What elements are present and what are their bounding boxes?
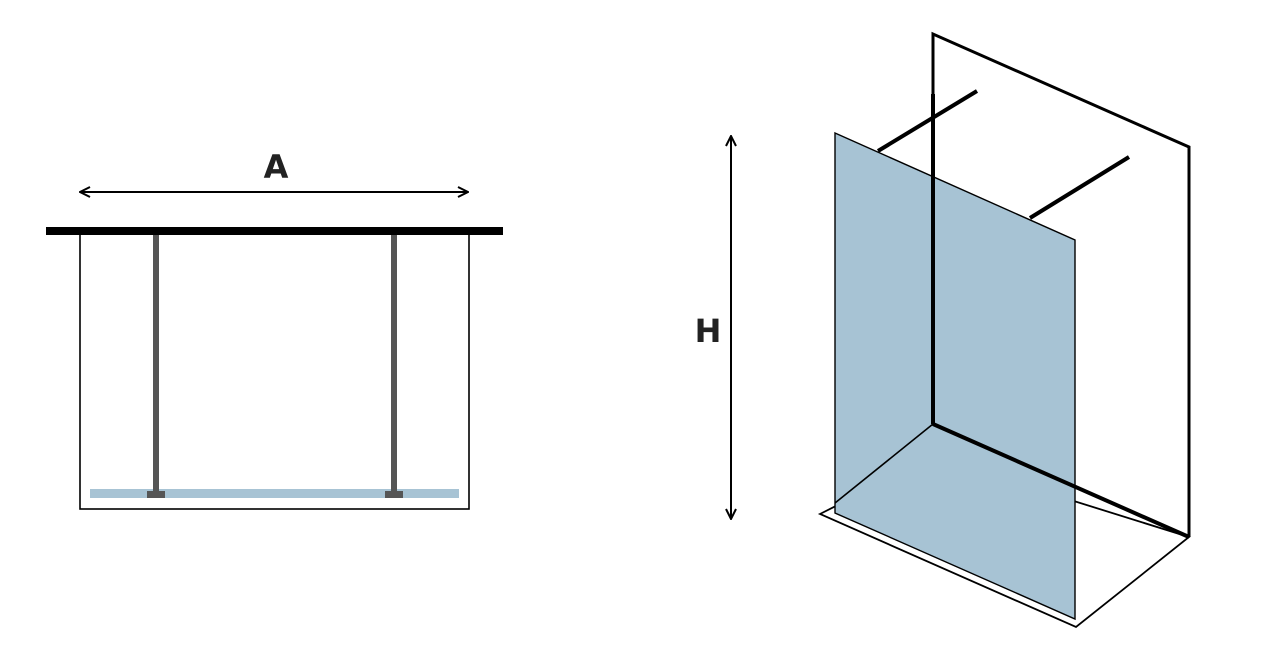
height-dimension-label: H bbox=[695, 312, 722, 350]
back-wall-frame bbox=[931, 31, 1191, 537]
support-bar-left bbox=[153, 235, 159, 493]
glass-panel bbox=[834, 131, 1076, 621]
perspective-view: H bbox=[695, 31, 1191, 629]
support-bar-front bbox=[1028, 155, 1131, 220]
glass-panel-top-view bbox=[90, 489, 459, 498]
support-bar-right bbox=[391, 235, 397, 493]
support-bar-left-foot bbox=[147, 491, 165, 498]
shower-tray-outline bbox=[79, 230, 470, 510]
support-bar-right-foot bbox=[385, 491, 403, 498]
wall-floor-edge bbox=[932, 422, 1190, 539]
wall-bar bbox=[46, 227, 503, 235]
top-view: A bbox=[46, 148, 503, 510]
support-bar-rear bbox=[876, 89, 979, 153]
width-dimension-label: A bbox=[264, 148, 289, 186]
floor-front-edge-through-glass bbox=[834, 423, 934, 504]
